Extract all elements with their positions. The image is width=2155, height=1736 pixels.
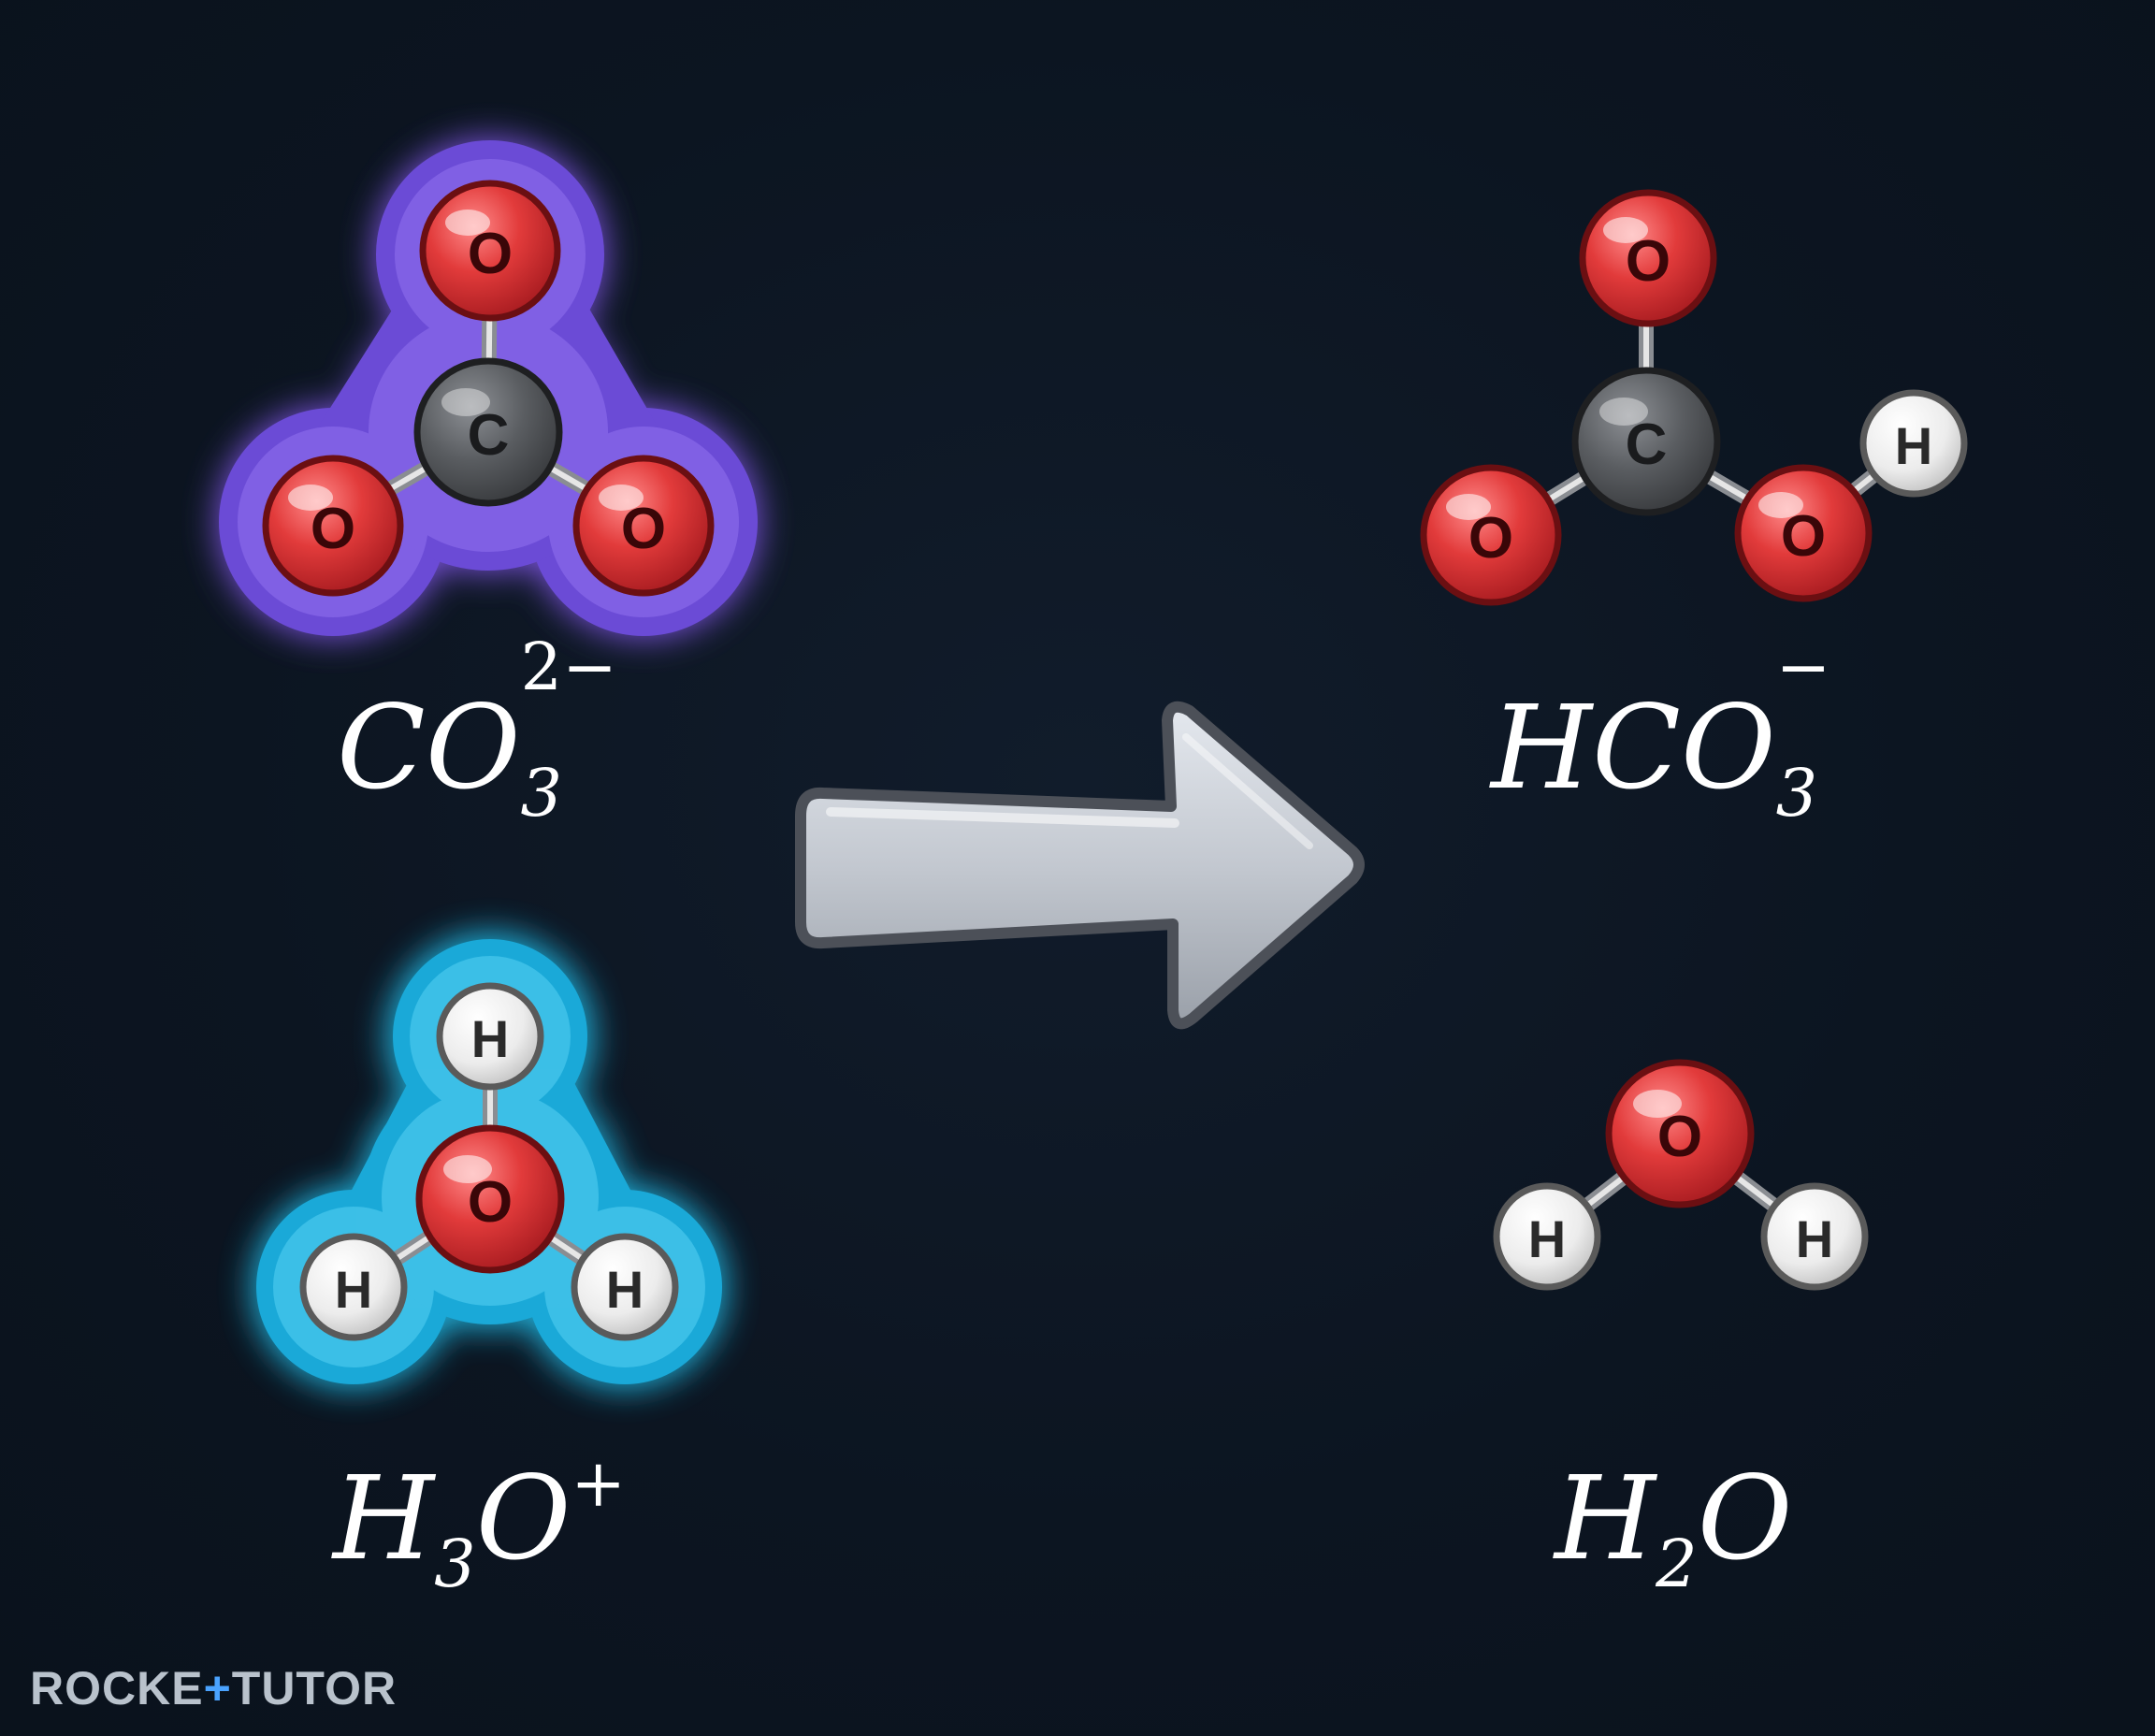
hydrogen-atom: H (571, 1233, 679, 1341)
oxygen-atom: O (419, 180, 561, 322)
bicarbonate-formula: HCO−3 (1491, 634, 1830, 826)
hydrogen-atom: H (1493, 1182, 1601, 1291)
carbon-atom: C (413, 357, 563, 507)
carbonate-molecule: O O O C (262, 180, 715, 597)
atom-label: H (1528, 1209, 1566, 1268)
formula-base: O (1697, 1452, 1793, 1586)
logo-text: TUTOR (231, 1662, 398, 1714)
atom-label: H (1895, 416, 1932, 475)
atom-label: O (468, 222, 513, 286)
water-molecule: H H O (1493, 1059, 1869, 1291)
atom-label: H (1796, 1209, 1833, 1268)
atom-label: H (606, 1260, 644, 1319)
carbon-atom: C (1571, 367, 1721, 516)
atom-label: C (468, 403, 510, 468)
oxygen-atom: O (262, 455, 404, 597)
atom-label: O (311, 497, 355, 561)
formula-base: CO (337, 681, 521, 816)
bicarbonate-molecule: O O O H C (1420, 189, 1968, 606)
formula-base: H (1555, 1452, 1656, 1586)
oxygen-atom: O (1420, 464, 1562, 606)
formula-subscript: 3 (1775, 755, 1818, 832)
formula-subscript: 2 (1656, 1526, 1698, 1602)
atom-label: O (1657, 1105, 1702, 1169)
atom-label: O (1781, 504, 1826, 569)
reaction-arrow (795, 701, 1365, 1030)
oxygen-atom: O (1734, 464, 1873, 602)
atom-label: C (1626, 412, 1668, 477)
formula-base: O (475, 1452, 571, 1586)
formula-base: H (333, 1452, 435, 1586)
oxygen-atom: O (1579, 189, 1717, 327)
atom-label: O (1626, 229, 1670, 294)
hydrogen-atom: H (436, 982, 544, 1091)
oxygen-atom: O (572, 455, 715, 597)
atom-label: H (335, 1260, 372, 1319)
formula-charge: − (1775, 629, 1831, 705)
atom-label: O (468, 1170, 513, 1235)
logo-text: ROCKE (30, 1662, 204, 1714)
hydrogen-atom: H (299, 1233, 408, 1341)
hydrogen-atom: H (1760, 1182, 1869, 1291)
oxygen-atom: O (1605, 1059, 1755, 1208)
water-formula: H2O (1555, 1461, 1792, 1597)
formula-subscript: 3 (434, 1526, 476, 1602)
formula-base: HCO (1491, 681, 1776, 816)
formula-charge: 2− (520, 629, 617, 705)
oxygen-atom: O (415, 1124, 565, 1274)
logo-plus: + (203, 1662, 232, 1714)
hydrogen-atom: H (1859, 389, 1968, 498)
formula-charge: + (571, 1445, 627, 1522)
atom-label: O (621, 497, 666, 561)
hydronium-molecule: H H H O (299, 982, 679, 1341)
atom-label: O (1468, 506, 1513, 571)
hydronium-formula: H3O+ (333, 1451, 626, 1597)
atom-label: H (471, 1009, 509, 1068)
formula-subscript: 3 (520, 755, 563, 832)
brand-logo: ROCKE+TUTOR (30, 1661, 397, 1715)
